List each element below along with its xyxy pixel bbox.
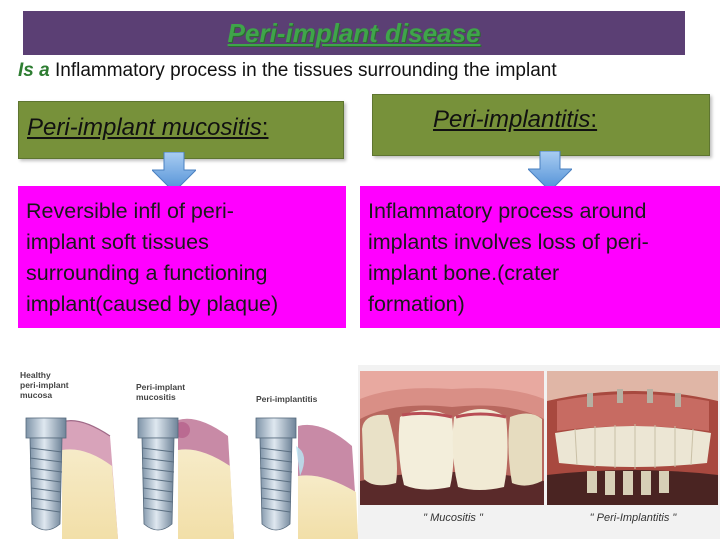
implantitis-description: Inflammatory process around implants inv… (360, 186, 720, 328)
arrow-down-icon (528, 151, 572, 191)
implantitis-line: formation) (368, 292, 465, 316)
arrow-down-icon (152, 152, 196, 192)
mucositis-photo (360, 371, 544, 505)
mucositis-line: implant soft tissues (26, 230, 209, 254)
mucositis-line: surrounding a functioning (26, 261, 268, 285)
mucositis-line: implant(caused by plaque) (26, 292, 279, 316)
implant-illustration (25, 417, 358, 539)
implantitis-heading: Peri-implantitis (433, 106, 591, 133)
healthy-implant (25, 417, 118, 539)
subtitle: Is a Inflammatory process in the tissues… (18, 60, 708, 86)
subtitle-text: Inflammatory process in the tissues surr… (54, 60, 557, 81)
mucositis-heading-colon: : (261, 114, 269, 141)
peri-implantitis-implant (255, 417, 358, 539)
mucositis-heading-box: Peri-implant mucositis: (18, 101, 344, 159)
implantitis-heading-box: Peri-implantitis: (372, 94, 710, 156)
mucositis-line: Reversible infl of peri- (26, 199, 234, 223)
caption-mucositis: " Mucositis " (423, 512, 483, 524)
implantitis-heading-colon: : (590, 106, 598, 133)
title-bar: Peri-implant disease (23, 11, 685, 55)
mucositis-implant (137, 417, 234, 539)
label-peri-implantitis: Peri-implantitis (256, 394, 318, 404)
clinical-photos: " Mucositis " " Peri-Implantitis " (358, 365, 720, 539)
caption-peri-implantitis: " Peri-Implantitis " (589, 512, 677, 524)
slide-title: Peri-implant disease (227, 18, 481, 48)
subtitle-lead: Is a (18, 60, 50, 81)
peri-implantitis-photo (547, 371, 718, 505)
mucositis-description: Reversible infl of peri- implant soft ti… (18, 186, 346, 328)
implantitis-line: implants involves loss of peri- (368, 230, 649, 254)
mucositis-heading: Peri-implant mucositis (27, 114, 262, 141)
implantitis-line: Inflammatory process around (368, 199, 647, 223)
implantitis-line: implant bone.(crater (368, 261, 560, 285)
